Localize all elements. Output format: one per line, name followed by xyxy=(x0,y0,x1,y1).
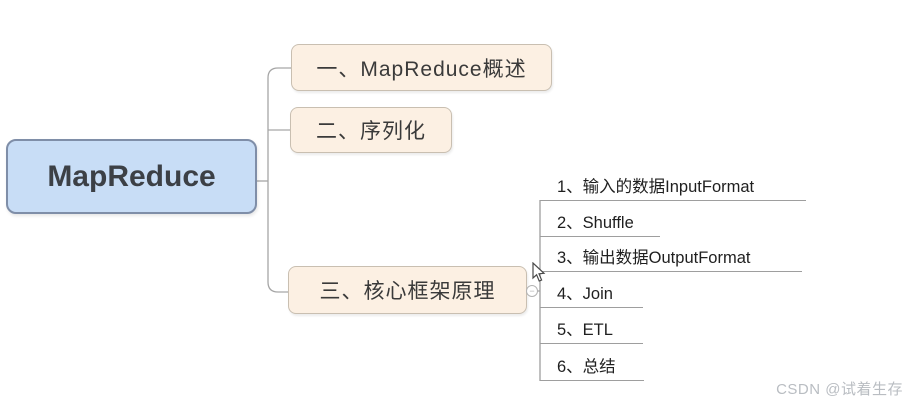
root-topic-mapreduce[interactable]: MapReduce xyxy=(6,139,257,214)
branch-topic-overview[interactable]: 一、MapReduce概述 xyxy=(291,44,552,91)
mouse-cursor-icon xyxy=(532,262,546,282)
branch-topic-core-framework[interactable]: 三、核心框架原理 xyxy=(288,266,527,314)
subtopic-outputformat[interactable]: 3、输出数据OutputFormat xyxy=(540,245,802,272)
subtopic-inputformat[interactable]: 1、输入的数据InputFormat xyxy=(540,174,806,201)
subtopic-join[interactable]: 4、Join xyxy=(540,281,643,308)
subtopic-etl[interactable]: 5、ETL xyxy=(540,317,643,344)
csdn-watermark: CSDN @试着生存 xyxy=(776,381,903,398)
subtopic-summary[interactable]: 6、总结 xyxy=(540,354,644,381)
branch-topic-serialization[interactable]: 二、序列化 xyxy=(290,107,452,153)
subtopic-shuffle[interactable]: 2、Shuffle xyxy=(540,210,660,237)
collapse-handle-icon[interactable]: − xyxy=(526,285,538,297)
